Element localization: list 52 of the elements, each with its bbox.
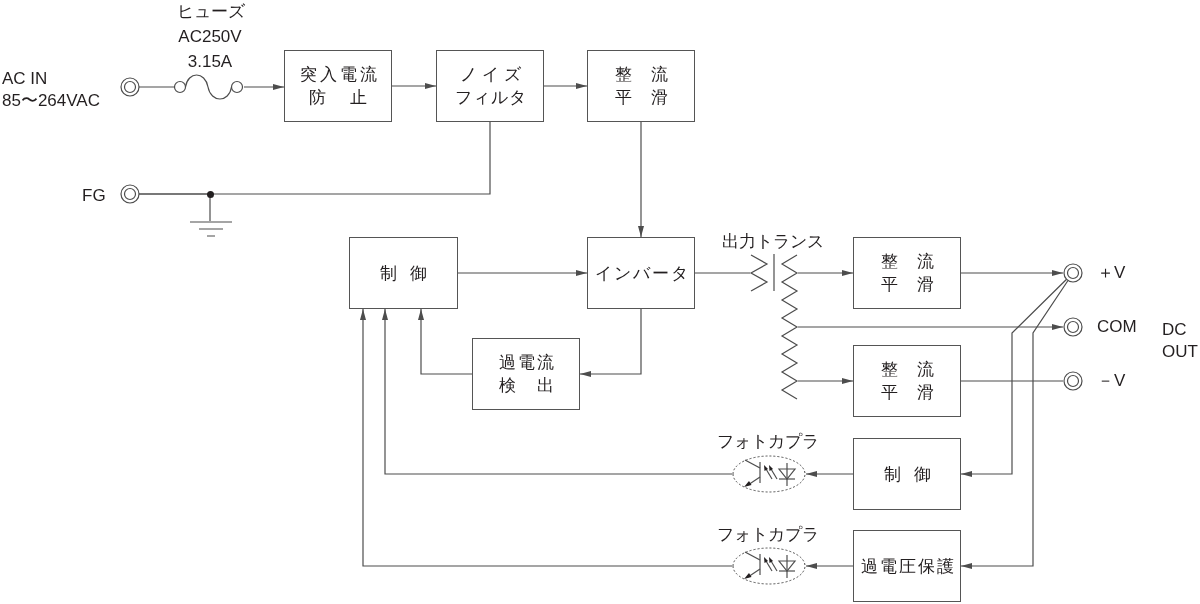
terminal-label: FG — [82, 186, 106, 206]
terminal-label: AC IN — [2, 69, 48, 89]
process-box: ノイズフィルタ — [436, 50, 544, 122]
process-box: インバータ — [587, 237, 695, 309]
transformer-label: 出力トランス — [722, 232, 824, 252]
terminal-label: 85〜264VAC — [2, 91, 100, 111]
process-box: 過電流検出 — [472, 338, 580, 410]
arrow — [579, 308, 642, 377]
terminal-label: －V — [1097, 371, 1126, 391]
fuse-label: ヒューズ — [177, 2, 245, 22]
arrow — [960, 278, 1068, 477]
arrow — [543, 83, 588, 89]
photocoupler-label: フォトカプラ — [717, 432, 819, 452]
arrow — [805, 471, 854, 477]
arrow — [391, 83, 437, 89]
arrow — [797, 270, 854, 276]
arrow — [418, 308, 473, 375]
process-box: 整流平滑 — [587, 50, 695, 122]
arrow — [382, 308, 733, 475]
terminal-label: ＋V — [1097, 263, 1126, 283]
arrow — [960, 279, 1069, 569]
photocoupler-symbol — [732, 547, 806, 585]
terminal-icon — [120, 77, 140, 97]
process-box: 過電圧保護 — [853, 530, 961, 602]
photocoupler-symbol — [732, 455, 806, 493]
fuse-label: AC250V — [178, 27, 242, 47]
arrow — [638, 121, 644, 238]
terminal-label: COM — [1097, 317, 1137, 337]
transformer-symbol — [750, 253, 798, 401]
ground-symbol — [189, 221, 233, 237]
arrow — [797, 378, 854, 384]
connector-line — [694, 272, 751, 274]
terminal-icon — [1063, 371, 1083, 391]
arrow — [960, 270, 1064, 276]
arrow — [805, 563, 854, 569]
arrow — [243, 84, 285, 90]
arrow — [457, 270, 588, 276]
fuse-symbol — [174, 73, 244, 101]
process-box: 整流平滑 — [853, 345, 961, 417]
process-box: 整流平滑 — [853, 237, 961, 309]
terminal-icon — [1063, 263, 1083, 283]
terminal-icon — [120, 184, 140, 204]
connector-line — [960, 380, 1064, 382]
output-label: DC OUT — [1162, 319, 1199, 363]
process-box: 制御 — [853, 438, 961, 510]
arrow — [360, 308, 733, 567]
arrow — [797, 324, 1064, 330]
process-box: 突入電流防止 — [284, 50, 392, 122]
process-box: 制御 — [349, 237, 458, 309]
photocoupler-label: フォトカプラ — [717, 525, 819, 545]
fuse-label: 3.15A — [187, 52, 233, 72]
terminal-icon — [1063, 317, 1083, 337]
